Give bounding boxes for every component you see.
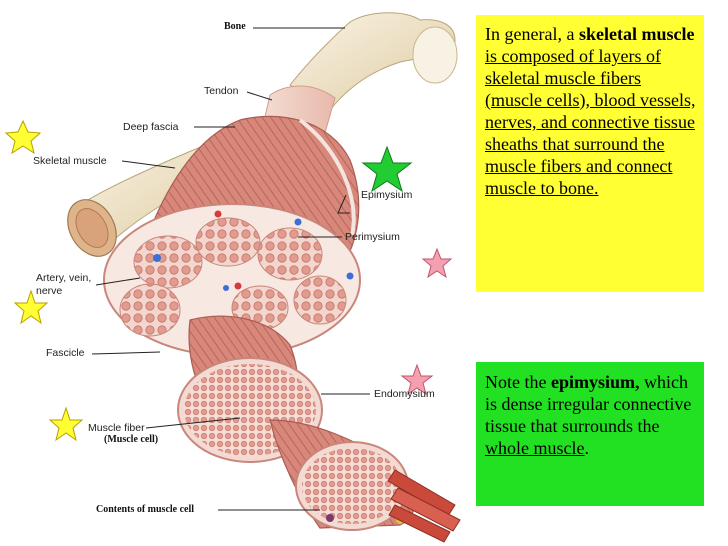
note-epimysium-bold: epimysium, — [550, 372, 640, 392]
note-epimysium: Note the epimysium, which is dense irreg… — [476, 362, 704, 506]
star-yellow-icon — [48, 406, 84, 442]
label-bone: Bone — [224, 21, 246, 32]
label-deep-fascia: Deep fascia — [123, 121, 179, 133]
label-skeletal-muscle: Skeletal muscle — [33, 155, 107, 167]
note-general-bold: skeletal muscle — [578, 24, 695, 44]
note-epimysium-suffix: . — [584, 438, 589, 458]
star-yellow-icon — [13, 289, 49, 325]
note-epimysium-underlined: whole muscle — [485, 438, 585, 458]
myofibrils — [387, 469, 461, 543]
note-general: In general, a skeletal muscle is compose… — [476, 15, 704, 292]
epimysium-sheath — [298, 118, 356, 236]
upper-bone — [289, 12, 458, 111]
label-artery-vein-nerve-1: Artery, vein, — [36, 272, 92, 284]
lower-bone — [67, 134, 246, 257]
muscle-cross-section — [103, 203, 361, 357]
label-artery-vein-nerve-2: nerve — [36, 285, 63, 297]
note-general-underlined: is composed of layers of skeletal muscle… — [485, 46, 696, 198]
label-perimysium: Perimysium — [345, 231, 400, 243]
note-epimysium-middle: which is dense irregular connective tiss… — [485, 372, 692, 436]
leader-lines — [91, 27, 370, 511]
star-pink-icon — [400, 363, 434, 396]
label-contents-of-muscle-cell: Contents of muscle cell — [96, 504, 195, 515]
label-tendon: Tendon — [204, 85, 239, 97]
label-fascicle: Fascicle — [46, 347, 85, 359]
star-yellow-icon — [4, 119, 42, 155]
label-muscle-fiber: Muscle fiber — [88, 422, 145, 434]
star-pink-icon — [421, 247, 453, 279]
label-epimysium: Epimysium — [361, 189, 413, 201]
note-epimysium-prefix: Note the — [485, 372, 551, 392]
note-general-prefix: In general, a — [485, 24, 579, 44]
star-green-icon — [361, 145, 413, 193]
label-endomysium: Endomysium — [374, 388, 435, 400]
label-muscle-cell: (Muscle cell) — [104, 434, 159, 445]
muscle-fiber-cross-section — [295, 441, 409, 531]
